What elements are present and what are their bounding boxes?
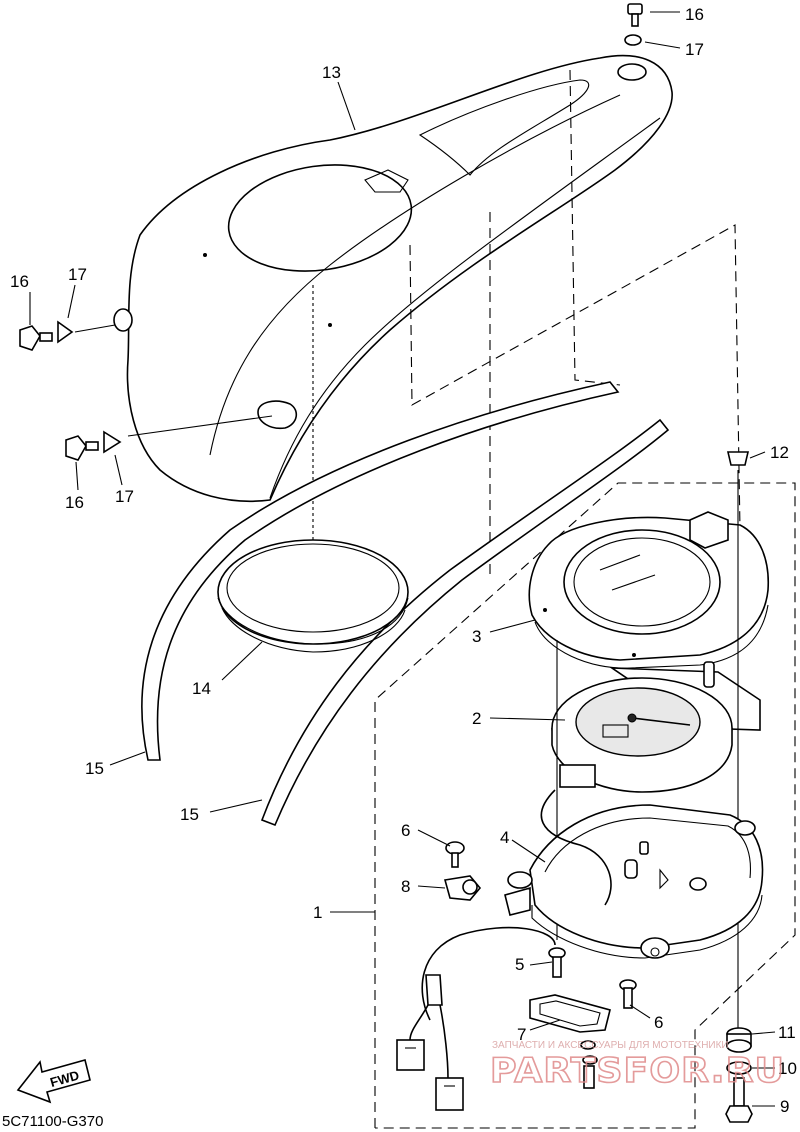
washer-17-top bbox=[624, 34, 642, 46]
screw-16-left-upper bbox=[19, 325, 53, 351]
gauge-ring bbox=[217, 539, 409, 653]
assembly-boundary bbox=[374, 482, 796, 1129]
callout-9: 9 bbox=[780, 1097, 789, 1116]
washer bbox=[582, 1055, 598, 1065]
washer bbox=[580, 1040, 596, 1050]
callout-4: 4 bbox=[500, 828, 509, 847]
callout-17-left-upper: 17 bbox=[68, 265, 87, 284]
gasket-7 bbox=[529, 994, 611, 1033]
callout-2: 2 bbox=[472, 709, 481, 728]
grommet-12 bbox=[726, 451, 750, 466]
callout-7: 7 bbox=[517, 1025, 526, 1044]
forward-arrow-icon: FWD bbox=[16, 1059, 91, 1104]
wiring-harness bbox=[396, 789, 612, 1111]
projection-line bbox=[74, 324, 116, 333]
projection-line bbox=[127, 415, 273, 437]
screw-16-left-lower bbox=[65, 435, 99, 461]
watermark: ЗАПЧАСТИ И АКСЕССУАРЫ ДЛЯ МОТОТЕХНИКИ PA… bbox=[489, 1040, 785, 1092]
callout-10: 10 bbox=[778, 1059, 797, 1078]
damper-11 bbox=[726, 1027, 752, 1053]
screw-5 bbox=[548, 947, 566, 978]
screw-6-upper bbox=[445, 841, 465, 868]
callout-3: 3 bbox=[472, 627, 481, 646]
washer-10 bbox=[726, 1061, 752, 1075]
screw-6-lower bbox=[619, 979, 637, 1009]
washer-17-left-upper bbox=[57, 320, 74, 344]
meter-upper-case bbox=[528, 511, 770, 669]
callout-5: 5 bbox=[515, 955, 524, 974]
washer-17-left-lower bbox=[103, 430, 122, 454]
clamp-8 bbox=[443, 875, 482, 901]
callout-11: 11 bbox=[778, 1023, 796, 1042]
meter-assembly bbox=[551, 661, 761, 793]
callout-8: 8 bbox=[401, 877, 410, 896]
watermark-tagline: ЗАПЧАСТИ И АКСЕССУАРЫ ДЛЯ МОТОТЕХНИКИ bbox=[492, 1040, 729, 1051]
watermark-logo: PARTSFOR.RU bbox=[490, 1051, 785, 1091]
callout-6-lower: 6 bbox=[654, 1013, 663, 1032]
callout-13: 13 bbox=[322, 63, 341, 82]
callout-16-left-lower: 16 bbox=[65, 493, 84, 512]
callout-6-upper: 6 bbox=[401, 821, 410, 840]
bolt-9 bbox=[725, 1077, 753, 1123]
callout-1: 1 bbox=[313, 903, 322, 922]
callout-17-left-lower: 17 bbox=[115, 487, 134, 506]
leader-lines bbox=[29, 11, 776, 1107]
callout-16-top: 16 bbox=[685, 5, 704, 24]
callout-12: 12 bbox=[770, 443, 789, 462]
callout-15-left: 15 bbox=[85, 759, 104, 778]
tank-cover bbox=[113, 54, 673, 503]
callout-14: 14 bbox=[192, 679, 211, 698]
trim-strip bbox=[141, 381, 620, 761]
callout-15-right: 15 bbox=[180, 805, 199, 824]
diagram-code: 5C71100-G370 bbox=[2, 1113, 103, 1130]
projection-line bbox=[409, 224, 741, 531]
bolt bbox=[583, 1065, 595, 1089]
callout-16-left-upper: 16 bbox=[10, 272, 29, 291]
meter-lower-case bbox=[504, 804, 764, 959]
screw-16-top bbox=[627, 3, 643, 27]
trim-strip bbox=[260, 418, 670, 827]
callout-17-top: 17 bbox=[685, 40, 704, 59]
